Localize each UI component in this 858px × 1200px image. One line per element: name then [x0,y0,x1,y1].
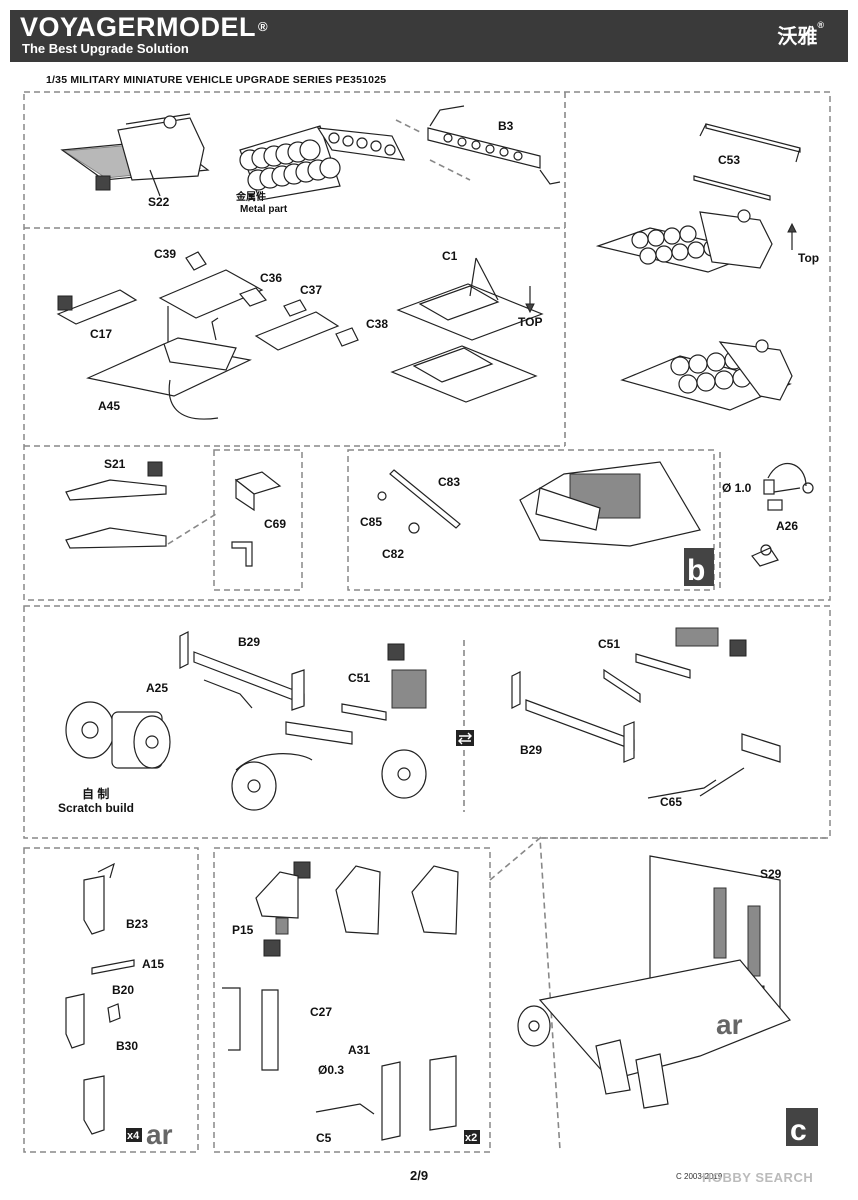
section-label-b: b [687,554,705,587]
series-title: 1/35 MILITARY MINIATURE VEHICLE UPGRADE … [46,74,387,86]
label-ar-2: ar [716,1009,743,1040]
label-b23: B23 [126,917,148,931]
label-c65: C65 [660,795,682,809]
label-c83: C83 [438,475,460,489]
section-label-c: c [790,1114,807,1147]
label-scratch-cn: 自 制 [82,786,109,801]
label-c38: C38 [366,317,388,331]
label-metal-cn: 金属件 [235,190,266,203]
label-c1: C1 [442,249,458,263]
s29-final-assembly: S29 ar c [517,855,818,1147]
brand-logo-cn: 沃雅® [777,20,824,48]
label-x4: x4 [127,1130,140,1142]
watermark: HOBBY SEARCH [702,1170,814,1185]
label-c51-a: C51 [348,671,370,685]
p15-c27-assembly: P15 C27 A31 Ø0.3 C5 x2 [222,861,480,1145]
label-s29: S29 [760,867,782,881]
label-phi03: Ø0.3 [318,1063,344,1077]
c53-assembly: C53 Top [595,123,819,273]
header-bar: VOYAGERMODEL® The Best Upgrade Solution … [10,10,848,62]
label-x2: x2 [465,1132,477,1144]
c83-assembly: C83 C85 C82 b [360,461,714,587]
label-b20: B20 [112,983,134,997]
section-a-frame [23,91,831,601]
label-a26: A26 [776,519,798,533]
a25-reel-assembly: A25 自 制 Scratch build [58,681,427,815]
label-scratch-en: Scratch build [58,801,134,815]
label-c36: C36 [260,271,282,285]
copyright: C 2003-2019 [676,1172,723,1181]
b23-latch-assembly: B23 A15 B20 B30 x4 ar [65,862,173,1150]
label-metal-en: Metal part [240,204,288,215]
section-c-left-frame [23,847,199,1153]
roll-stack-metal: 金属件 Metal part [235,125,406,215]
label-c69: C69 [264,517,286,531]
label-s22: S22 [148,195,170,209]
armor-assembly-complete [620,339,793,411]
label-ar-1: ar [146,1119,173,1150]
c1-assembly: C1 TOP [390,249,544,403]
label-c53: C53 [718,153,740,167]
label-c39: C39 [154,247,176,261]
label-c82: C82 [382,547,404,561]
label-phi10: Ø 1.0 [722,481,752,495]
swap-icon [456,730,474,746]
label-c17: C17 [90,327,112,341]
page-number: 2/9 [410,1168,429,1183]
b29-left-assembly: B29 C51 [179,631,427,745]
label-top-1: Top [798,251,819,265]
label-a31: A31 [348,1043,370,1057]
label-c37: C37 [300,283,322,297]
label-a15: A15 [142,957,164,971]
label-top-2: TOP [518,315,542,329]
label-b30: B30 [116,1039,138,1053]
section-middle-frame [23,605,831,839]
label-c85: C85 [360,515,382,529]
label-s21: S21 [104,457,126,471]
brand-tagline: The Best Upgrade Solution [22,41,189,56]
label-c51-b: C51 [598,637,620,651]
brand-logo: VOYAGERMODEL® [20,12,269,42]
label-b3: B3 [498,119,514,133]
label-c5: C5 [316,1131,332,1145]
b3-rack: B3 [395,105,561,185]
a26-assembly: Ø 1.0 A26 [722,462,814,567]
label-b29-b: B29 [520,743,542,757]
label-b29-a: B29 [238,635,260,649]
s22-assembly: S22 [60,113,210,209]
s21-assembly: S21 C69 [65,457,286,567]
b29-right-assembly: C51 B29 C65 [511,627,781,809]
label-p15: P15 [232,923,254,937]
label-a45: A45 [98,399,120,413]
a45-assembly: C39 C36 C37 C38 C17 A45 [56,247,388,420]
label-c27: C27 [310,1005,332,1019]
label-a25: A25 [146,681,168,695]
